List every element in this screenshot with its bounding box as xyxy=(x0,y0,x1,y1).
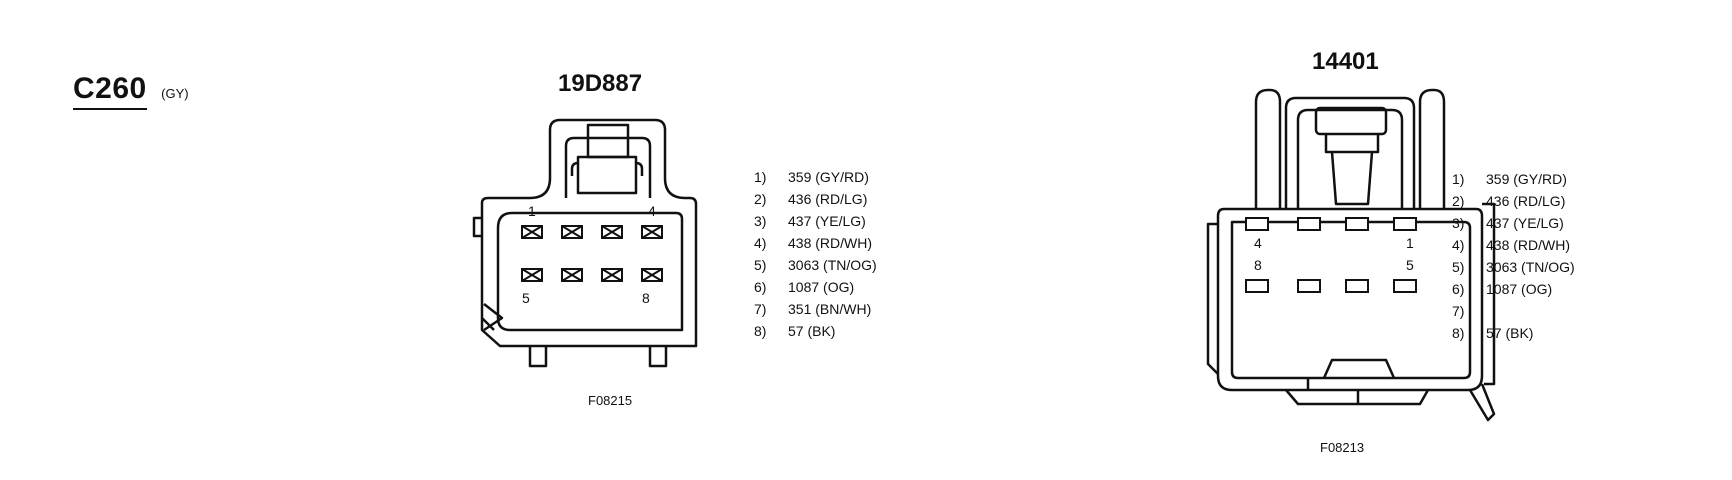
pin-row: 1)359 (GY/RD) xyxy=(1452,171,1567,187)
pin-row: 1)359 (GY/RD) xyxy=(754,169,869,185)
right-latch-arm xyxy=(1330,151,1374,206)
left-cavity-row-bottom xyxy=(521,268,663,282)
right-cavity-label: 1 xyxy=(1406,235,1414,251)
right-cavity-label: 8 xyxy=(1254,257,1262,273)
right-post-right xyxy=(1418,88,1446,209)
left-cavity-label: 4 xyxy=(648,203,656,219)
pin-row: 2)436 (RD/LG) xyxy=(754,191,868,207)
left-cavity-label: 8 xyxy=(642,290,650,306)
left-body-inner xyxy=(496,211,684,332)
right-cavity-row-bottom xyxy=(1245,279,1417,293)
pin-row: 4)438 (RD/WH) xyxy=(1452,237,1571,253)
left-cavity-label: 1 xyxy=(528,203,536,219)
right-cavity-label: 5 xyxy=(1406,257,1414,273)
left-leg-1 xyxy=(528,346,548,368)
pin-row: 6)1087 (OG) xyxy=(1452,281,1553,297)
right-connector-drawing: 4 1 8 5 xyxy=(1206,88,1496,422)
pin-row: 8)57 (BK) xyxy=(1452,325,1534,341)
pin-row: 6)1087 (OG) xyxy=(754,279,855,295)
left-figure-code: F08215 xyxy=(588,393,633,408)
left-leg-2 xyxy=(648,346,668,368)
pin-row: 5)3063 (TN/OG) xyxy=(754,257,877,273)
right-cavity-row-top xyxy=(1245,217,1417,231)
pin-row: 8)57 (BK) xyxy=(754,323,836,339)
left-latch-block xyxy=(586,123,630,159)
left-body-outline xyxy=(480,118,698,348)
left-cavity-row-top xyxy=(521,225,663,239)
pin-row: 7)351 (BN/WH) xyxy=(754,301,872,317)
pin-row: 7) xyxy=(1452,303,1465,319)
connector-header: C260 (GY) xyxy=(73,72,189,110)
right-body-inner xyxy=(1230,220,1472,380)
left-pin-list: 1)359 (GY/RD) 2)436 (RD/LG) 3)437 (YE/LG… xyxy=(754,166,877,342)
pin-row: 4)438 (RD/WH) xyxy=(754,235,873,251)
pin-row: 5)3063 (TN/OG) xyxy=(1452,259,1575,275)
left-cavity-label: 5 xyxy=(522,290,530,306)
pin-row: 2)436 (RD/LG) xyxy=(1452,193,1566,209)
pin-row: 3)437 (YE/LG) xyxy=(754,213,866,229)
left-part-number: 19D887 xyxy=(558,70,643,97)
left-connector-drawing: 1 4 5 8 xyxy=(472,118,698,368)
right-post-left xyxy=(1254,88,1282,209)
right-pin-list: 1)359 (GY/RD) 2)436 (RD/LG) 3)437 (YE/LG… xyxy=(1452,168,1575,344)
right-part-number: 14401 xyxy=(1312,48,1379,75)
right-body-outline xyxy=(1216,207,1484,392)
connector-color: (GY) xyxy=(161,86,189,101)
left-latch-tab xyxy=(576,155,638,195)
right-figure-code: F08213 xyxy=(1320,440,1365,455)
connector-id: C260 xyxy=(73,72,147,110)
pin-row: 3)437 (YE/LG) xyxy=(1452,215,1564,231)
right-cavity-label: 4 xyxy=(1254,235,1262,251)
